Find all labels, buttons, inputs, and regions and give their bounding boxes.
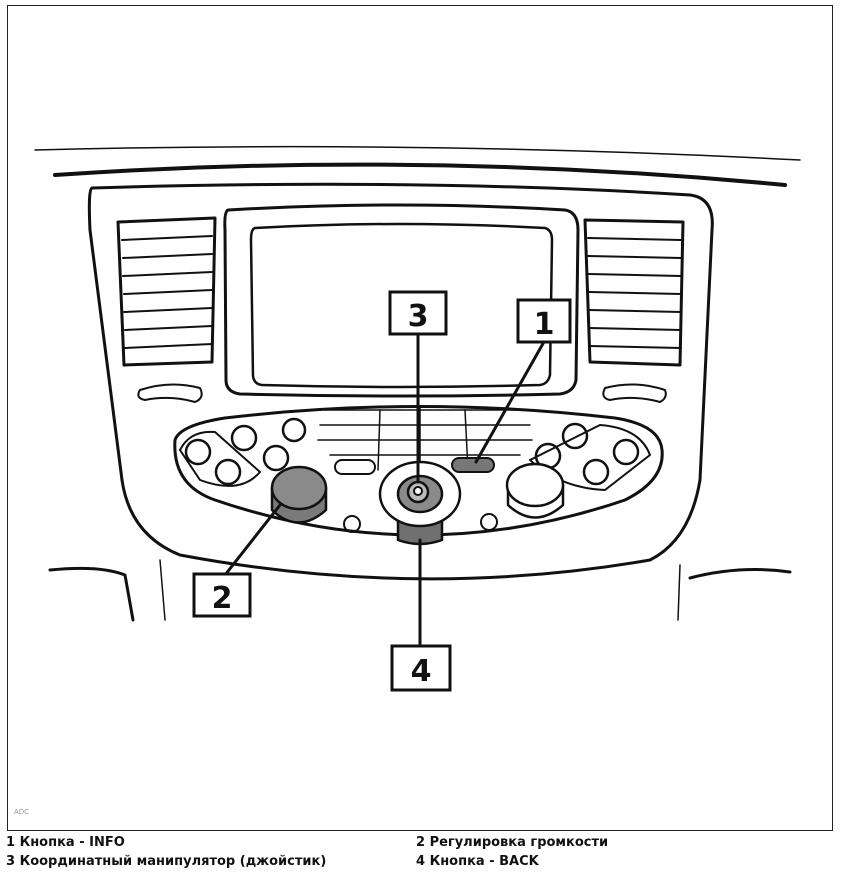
leader-line-1 <box>474 338 547 464</box>
legend-item-4: 4 Кнопка - BACK <box>416 854 539 869</box>
lower-dash-line-left <box>48 566 135 622</box>
callout-1-number: 1 <box>534 307 555 342</box>
legend-captions: 1 Кнопка - INFO 2 Регулировка громкости … <box>0 834 842 877</box>
left-button-cluster <box>179 417 307 487</box>
callout-4-number: 4 <box>411 654 432 689</box>
small-button-right <box>480 513 498 531</box>
control-panel <box>173 405 664 537</box>
figure-frame <box>7 5 833 831</box>
lower-dash-line-right <box>688 568 792 580</box>
legend-item-3: 3 Координатный манипулятор (джойстик) <box>6 854 327 869</box>
small-button-left <box>343 515 361 533</box>
watermark-text: ADC <box>14 808 30 816</box>
console-outer <box>87 182 714 581</box>
screen-display <box>249 222 554 389</box>
callout-1: 1 <box>516 298 572 344</box>
pill-button-left <box>334 459 376 475</box>
center-console-drawing: 1 2 3 4 <box>34 145 801 692</box>
screen-bezel <box>223 203 580 398</box>
volume-knob <box>270 465 328 524</box>
callout-2-number: 2 <box>212 581 233 616</box>
legend-item-1: 1 Кнопка - INFO <box>6 835 125 850</box>
callout-4: 4 <box>390 644 452 692</box>
info-button <box>451 457 495 473</box>
leader-line-2 <box>223 503 282 577</box>
dash-top-line-2 <box>34 145 801 161</box>
joystick-assembly <box>378 460 462 546</box>
right-knob <box>505 462 565 519</box>
right-air-vent <box>583 218 685 403</box>
callout-3-number: 3 <box>408 299 429 334</box>
callout-3: 3 <box>388 290 448 336</box>
left-air-vent <box>116 216 217 403</box>
legend-item-2: 2 Регулировка громкости <box>416 835 609 850</box>
callout-2: 2 <box>192 572 252 618</box>
dash-top-line <box>53 162 787 187</box>
right-button-cluster <box>529 422 651 491</box>
